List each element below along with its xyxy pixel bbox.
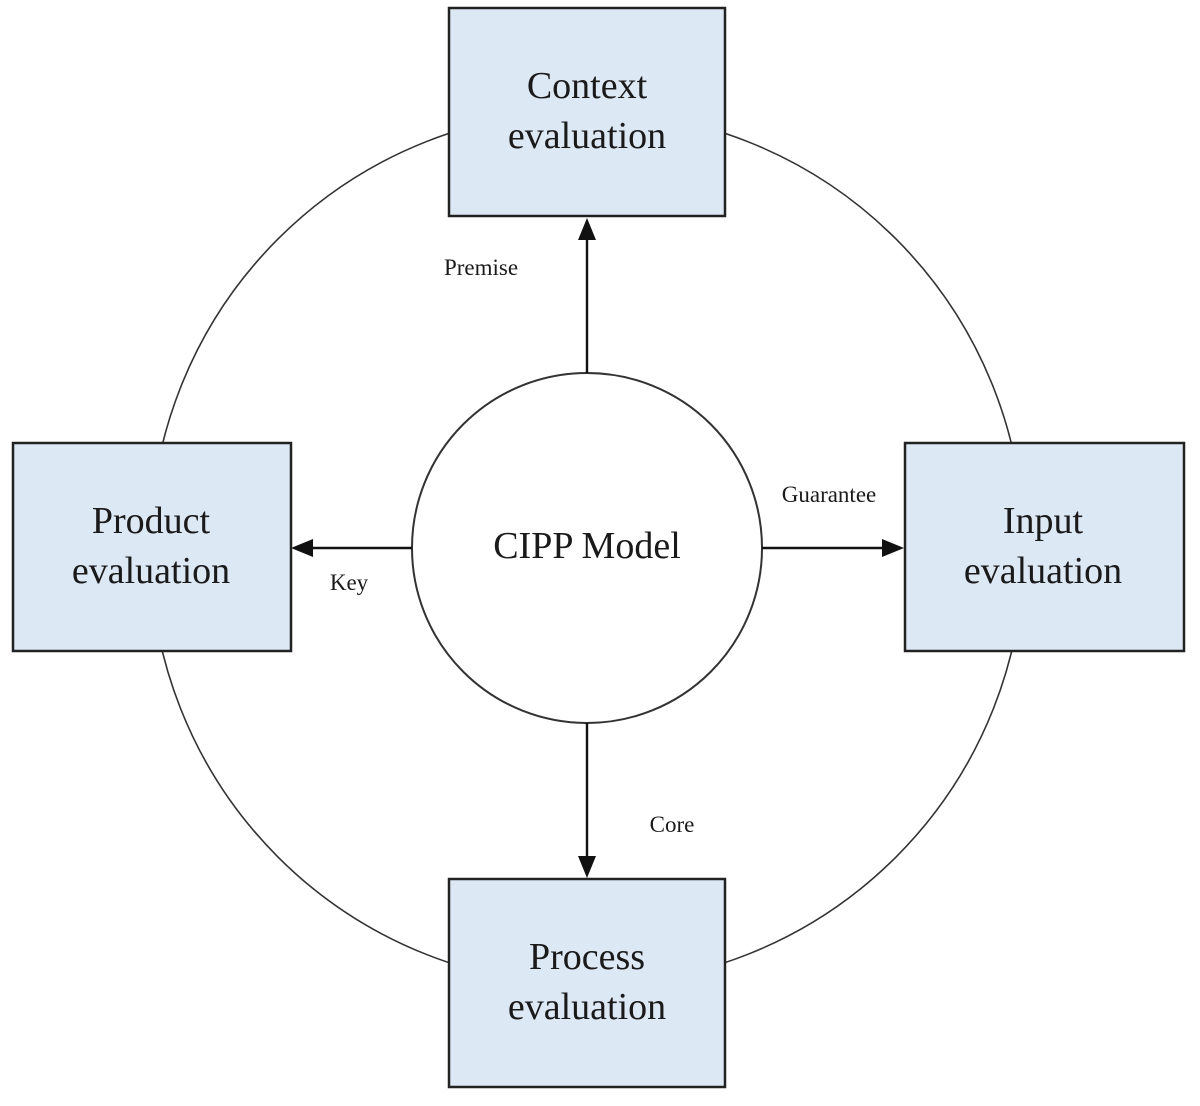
input-box-line2: evaluation — [964, 550, 1122, 592]
process-box-line2: evaluation — [508, 986, 666, 1028]
context-evaluation-box: Context evaluation — [447, 6, 727, 218]
product-box-line1: Product — [92, 500, 211, 542]
context-box-line1: Context — [527, 65, 648, 107]
edge-label-key: Key — [330, 570, 369, 595]
process-evaluation-box: Process evaluation — [447, 877, 727, 1089]
arrow-to-product — [291, 539, 412, 557]
input-box-line1: Input — [1003, 500, 1084, 542]
context-box-line2: evaluation — [508, 115, 666, 157]
input-evaluation-box: Input evaluation — [903, 441, 1186, 653]
product-box-line2: evaluation — [72, 550, 230, 592]
center-label: CIPP Model — [493, 525, 681, 567]
edge-label-premise: Premise — [444, 255, 518, 280]
edge-label-guarantee: Guarantee — [782, 482, 877, 507]
product-evaluation-box: Product evaluation — [11, 441, 293, 653]
arrow-to-input — [762, 539, 904, 557]
arrow-to-process — [578, 723, 596, 878]
edge-label-core: Core — [650, 812, 695, 837]
process-box-line1: Process — [529, 936, 645, 978]
arrow-to-context — [578, 218, 596, 373]
